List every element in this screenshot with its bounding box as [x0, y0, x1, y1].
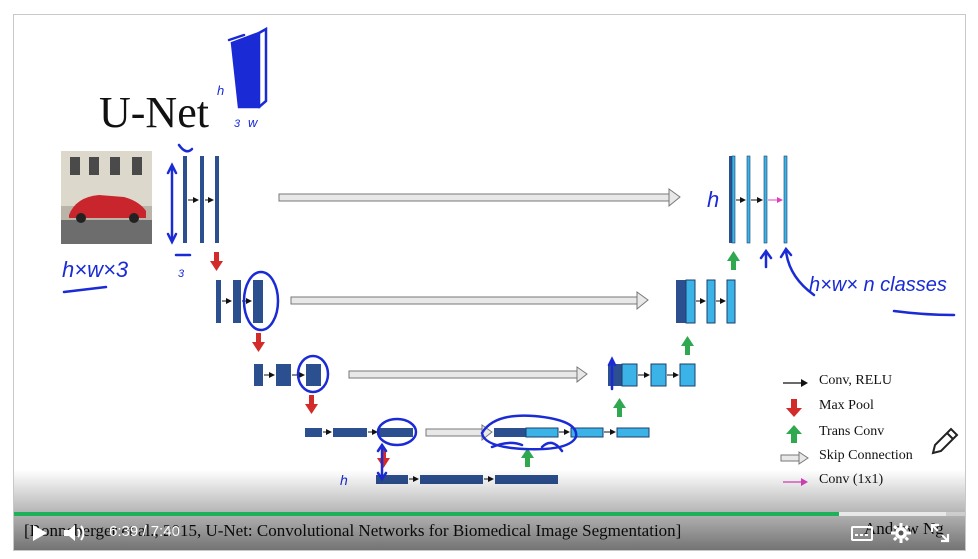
trans-conv-arrow-4	[727, 251, 740, 270]
max-pool-arrow-2	[252, 333, 265, 352]
trans-conv-arrow-3	[681, 336, 694, 355]
ink-annotations	[62, 26, 956, 482]
ink-labels: h w 3 h×w×3 3 h h h×w× n classes	[62, 83, 947, 488]
gray-hollow-arrow-icon	[780, 451, 809, 465]
time-current: 6:39	[109, 523, 139, 540]
decoder-level-1	[729, 155, 788, 244]
time-separator: /	[142, 523, 147, 540]
max-pool-arrow-1	[210, 252, 223, 271]
slide-title: U-Net	[99, 88, 209, 137]
fullscreen-icon	[930, 523, 950, 543]
trans-conv-arrow-2	[613, 398, 626, 417]
legend-label: Max Pool	[819, 398, 874, 413]
decoder-level-3	[608, 363, 696, 387]
legend-label: Skip Connection	[819, 448, 913, 463]
ink-bottleneck-h: h	[340, 472, 348, 488]
pencil-icon[interactable]	[927, 425, 961, 459]
green-up-arrow-icon	[786, 425, 802, 443]
settings-button[interactable]	[890, 522, 912, 544]
encoder-level-4	[305, 428, 413, 437]
ink-3-label: 3	[234, 118, 241, 130]
bottleneck	[376, 475, 558, 484]
time-display: 6:39 / 7:40	[109, 523, 180, 540]
time-total: 7:40	[150, 523, 180, 540]
max-pool-arrow-3	[305, 395, 318, 414]
progress-played	[14, 512, 839, 516]
fullscreen-button[interactable]	[929, 522, 951, 544]
video-frame[interactable]: U-Net	[13, 14, 966, 551]
legend-label: Conv (1x1)	[819, 472, 884, 487]
volume-button[interactable]	[62, 522, 88, 544]
play-icon	[33, 525, 47, 541]
progress-bar[interactable]	[14, 512, 965, 516]
legend-label: Trans Conv	[819, 424, 885, 439]
unet-diagram: h w 3 h×w×3 3 h h h×w× n classes	[61, 26, 956, 488]
encoder-level-1	[183, 156, 219, 243]
volume-icon	[64, 525, 85, 541]
black-arrow-icon	[783, 379, 808, 387]
slide: U-Net	[14, 15, 965, 550]
ink-input-dims: h×w×3	[62, 257, 129, 282]
ink-output-dims: h×w× n classes	[809, 274, 947, 296]
magenta-arrow-icon	[783, 478, 808, 486]
ink-h-label: h	[217, 83, 224, 98]
input-car-image	[61, 151, 152, 244]
skip-connection-2	[290, 291, 649, 311]
encoder-level-2	[216, 280, 263, 323]
play-button[interactable]	[28, 522, 50, 544]
red-down-arrow-icon	[786, 399, 802, 417]
ink-w-label: w	[248, 115, 259, 130]
legend-label: Conv, RELU	[819, 373, 892, 388]
skip-connection-3	[348, 366, 588, 384]
captions-button[interactable]	[850, 522, 874, 544]
decoder-level-4	[494, 427, 650, 438]
max-pool-arrow-4	[377, 449, 390, 468]
trans-conv-arrow-1	[521, 448, 534, 467]
decoder-level-2	[676, 279, 736, 324]
ink-output-h: h	[707, 187, 719, 212]
gear-icon	[891, 523, 911, 543]
skip-connection-1	[278, 188, 681, 208]
encoder-level-3	[254, 364, 321, 386]
ink-channel-3: 3	[178, 268, 185, 280]
captions-icon	[851, 526, 873, 541]
